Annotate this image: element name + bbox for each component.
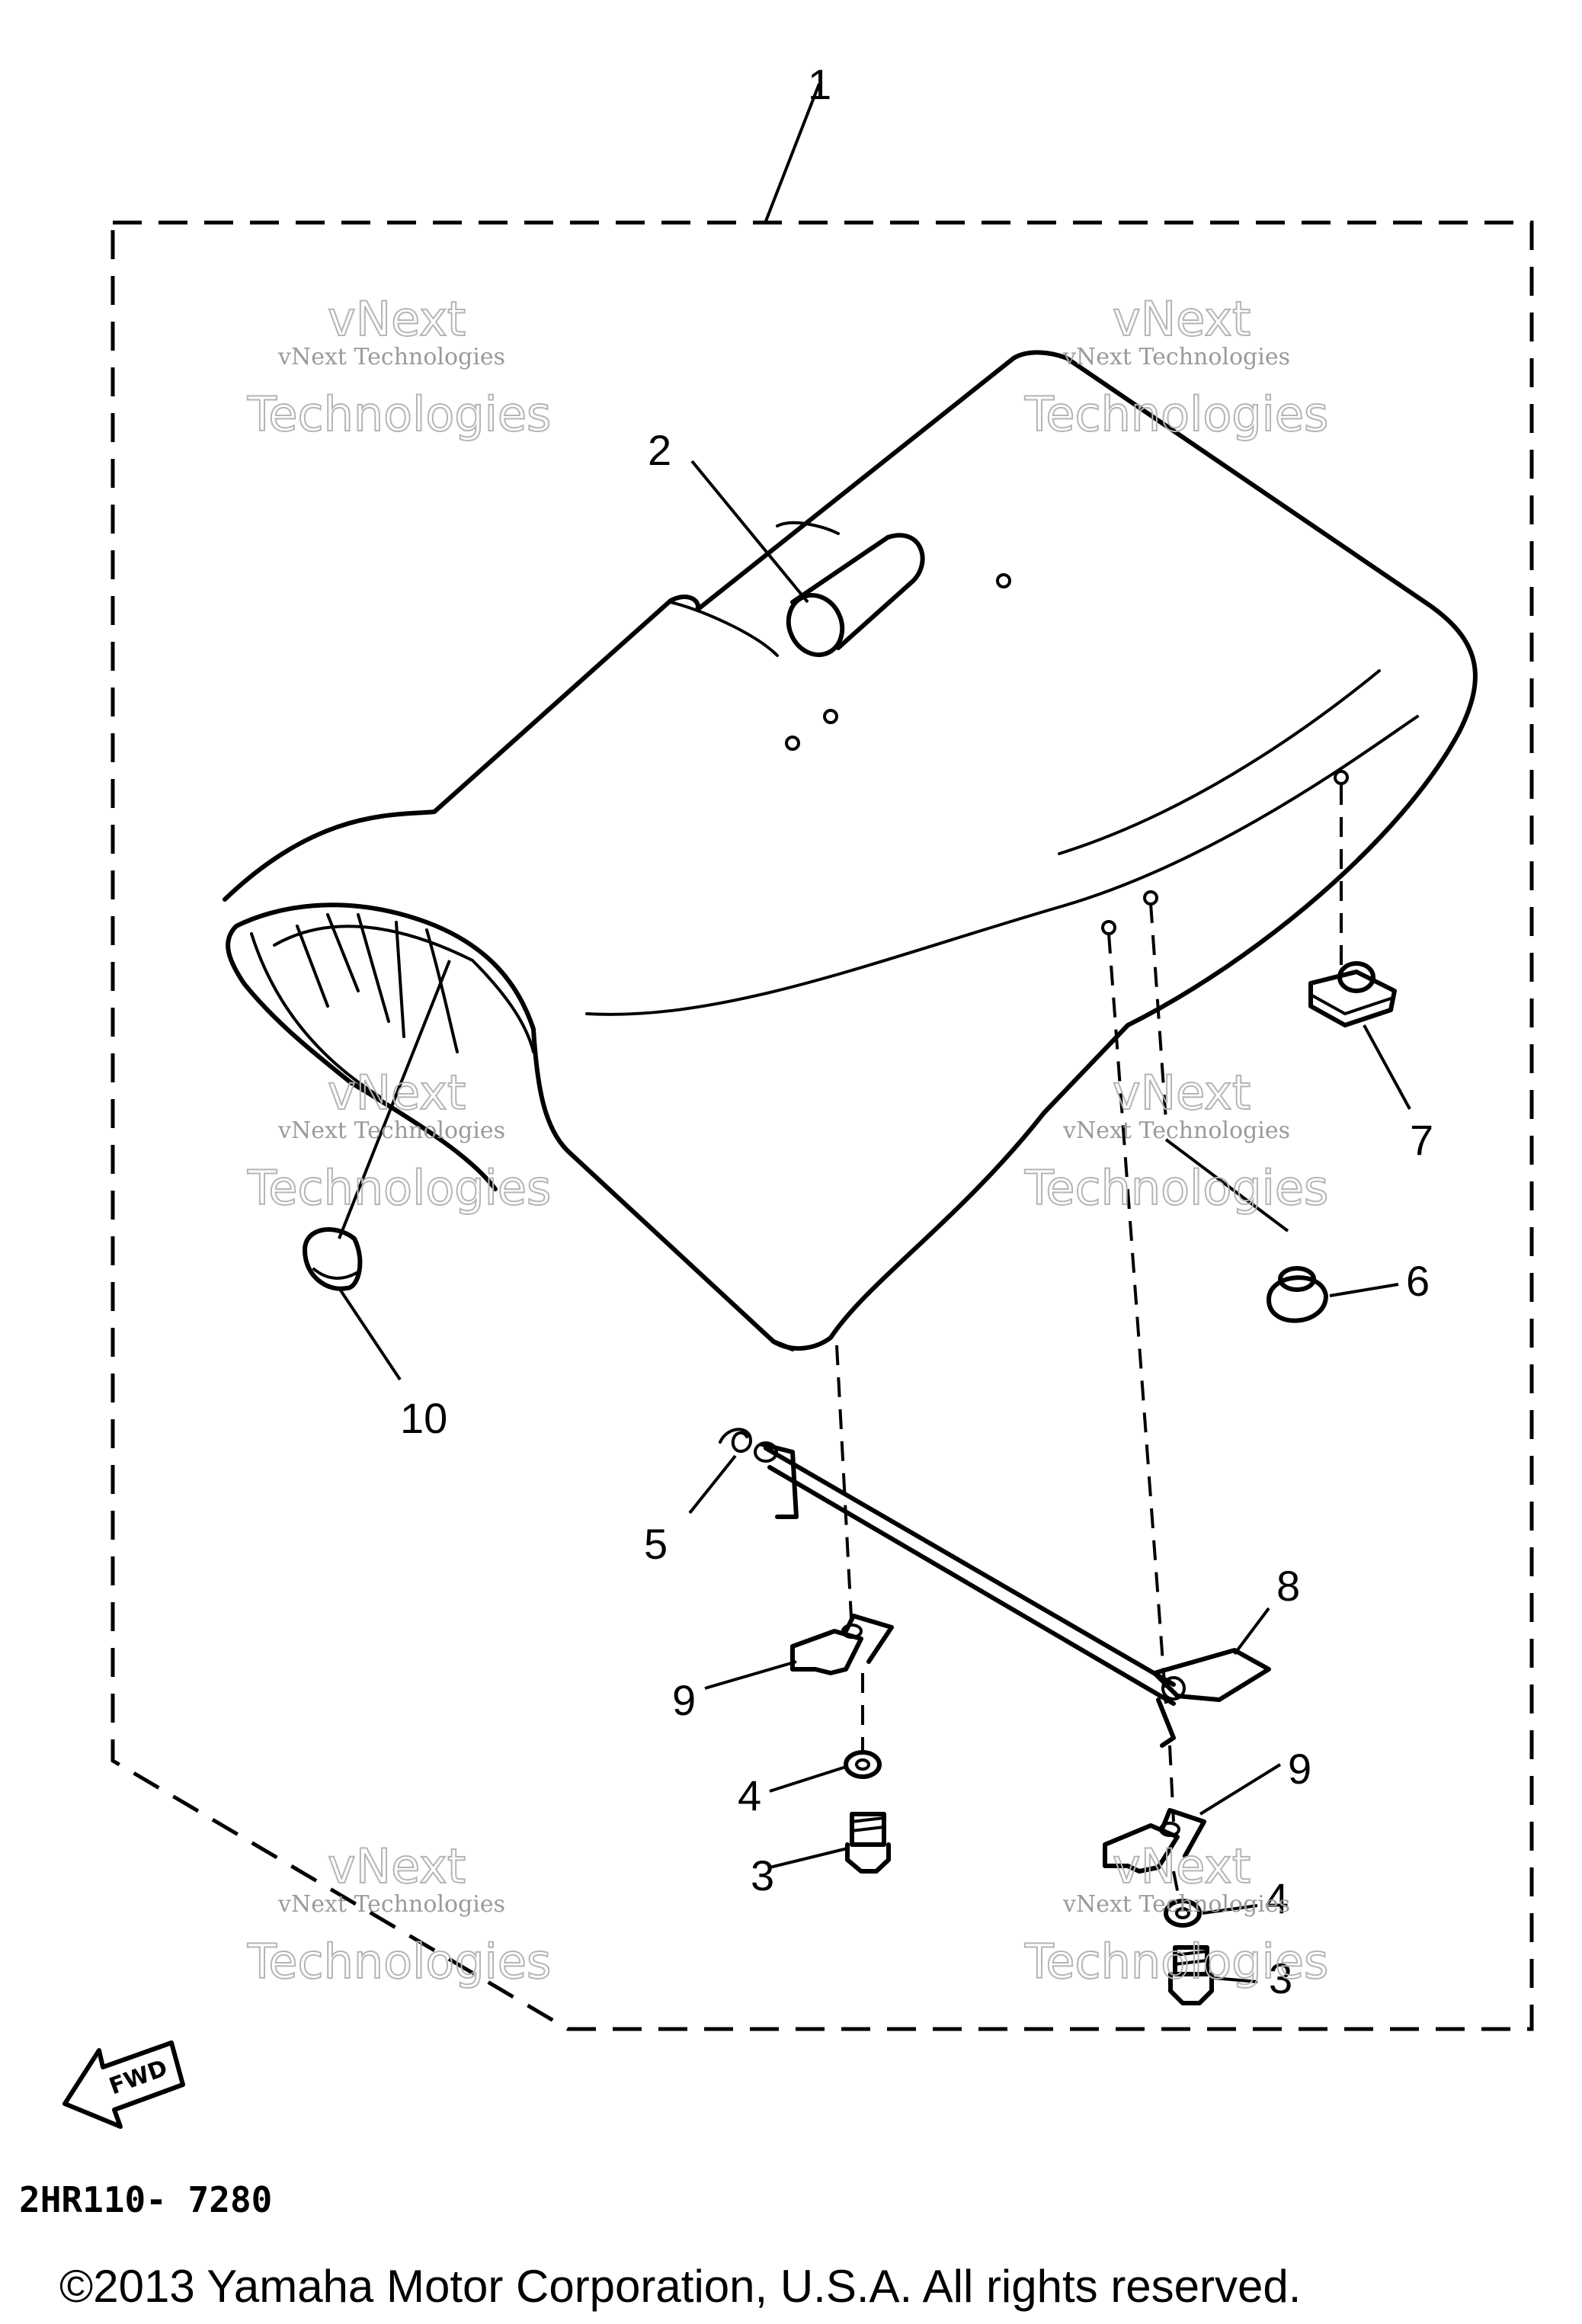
watermark-bottom-left: vNext Technologies vNext Technologies bbox=[246, 1838, 552, 1990]
part-4b-washer bbox=[1164, 1899, 1202, 1928]
svg-text:vNext Technologies: vNext Technologies bbox=[1062, 1117, 1290, 1144]
diagram-code: 2HR110- 7280 bbox=[19, 2179, 272, 2220]
part-6-damper bbox=[1267, 1266, 1328, 1323]
alignment-lines bbox=[835, 785, 1343, 1902]
watermark-mid-right: vNext Technologies vNext Technologies bbox=[1023, 1064, 1329, 1216]
svg-text:Technologies: Technologies bbox=[1024, 1934, 1328, 1989]
callout-4a: 4 bbox=[738, 1771, 761, 1819]
svg-text:vNext Technologies: vNext Technologies bbox=[277, 344, 505, 370]
copyright-notice: ©2013 Yamaha Motor Corporation, U.S.A. A… bbox=[59, 2261, 1301, 2312]
callout-4b: 4 bbox=[1265, 1874, 1289, 1922]
callout-3a: 3 bbox=[751, 1851, 774, 1899]
callout-10: 10 bbox=[400, 1394, 447, 1442]
svg-text:vNext Technologies: vNext Technologies bbox=[277, 1117, 505, 1144]
watermark-top-right: vNext Technologies vNext Technologies bbox=[1023, 290, 1329, 443]
svg-text:vNext Technologies: vNext Technologies bbox=[1062, 1891, 1290, 1918]
callout-9a: 9 bbox=[672, 1676, 696, 1724]
part-3a-bolt bbox=[845, 1812, 891, 1874]
watermark-mid-left: vNext Technologies vNext Technologies bbox=[246, 1064, 552, 1216]
callout-6: 6 bbox=[1406, 1257, 1430, 1305]
fwd-arrow-icon: FWD bbox=[62, 2040, 185, 2129]
svg-text:vNext: vNext bbox=[1113, 291, 1251, 347]
watermark-top-left: vNext Technologies vNext Technologies bbox=[246, 290, 552, 443]
callout-7: 7 bbox=[1410, 1116, 1433, 1164]
part-4a-washer bbox=[844, 1750, 882, 1779]
assembly-boundary bbox=[110, 220, 1534, 2031]
part-8-lock-rod bbox=[754, 1441, 1271, 1748]
svg-text:vNext: vNext bbox=[1113, 1838, 1251, 1894]
svg-text:vNext: vNext bbox=[328, 291, 466, 347]
part-2-grip bbox=[786, 533, 925, 657]
part-5-spring bbox=[719, 1428, 752, 1453]
svg-text:vNext Technologies: vNext Technologies bbox=[1062, 344, 1290, 370]
svg-text:Technologies: Technologies bbox=[247, 1160, 551, 1216]
leader-lines bbox=[338, 83, 1411, 1983]
part-10-stopper bbox=[303, 1227, 363, 1291]
part-3b-bolt bbox=[1168, 1945, 1214, 2005]
svg-text:Technologies: Technologies bbox=[247, 1934, 551, 1989]
part-9b-bracket bbox=[1103, 1808, 1206, 1874]
callout-8: 8 bbox=[1276, 1562, 1300, 1610]
callout-9b: 9 bbox=[1288, 1745, 1311, 1793]
svg-text:vNext Technologies: vNext Technologies bbox=[277, 1891, 505, 1918]
part-9a-bracket bbox=[790, 1614, 894, 1675]
callout-1: 1 bbox=[808, 60, 831, 108]
callout-5: 5 bbox=[644, 1520, 668, 1568]
callout-2: 2 bbox=[648, 426, 671, 474]
svg-text:vNext: vNext bbox=[328, 1065, 466, 1120]
callout-3b: 3 bbox=[1269, 1954, 1292, 2002]
svg-text:vNext: vNext bbox=[1113, 1065, 1251, 1120]
svg-text:Technologies: Technologies bbox=[247, 386, 551, 442]
svg-text:Technologies: Technologies bbox=[1024, 386, 1328, 442]
svg-text:vNext: vNext bbox=[328, 1838, 466, 1894]
svg-text:Technologies: Technologies bbox=[1024, 1160, 1328, 1216]
seat-body bbox=[223, 350, 1478, 1351]
watermark-bottom-right: vNext Technologies vNext Technologies bbox=[1023, 1838, 1329, 1990]
part-7-clip bbox=[1308, 961, 1397, 1027]
